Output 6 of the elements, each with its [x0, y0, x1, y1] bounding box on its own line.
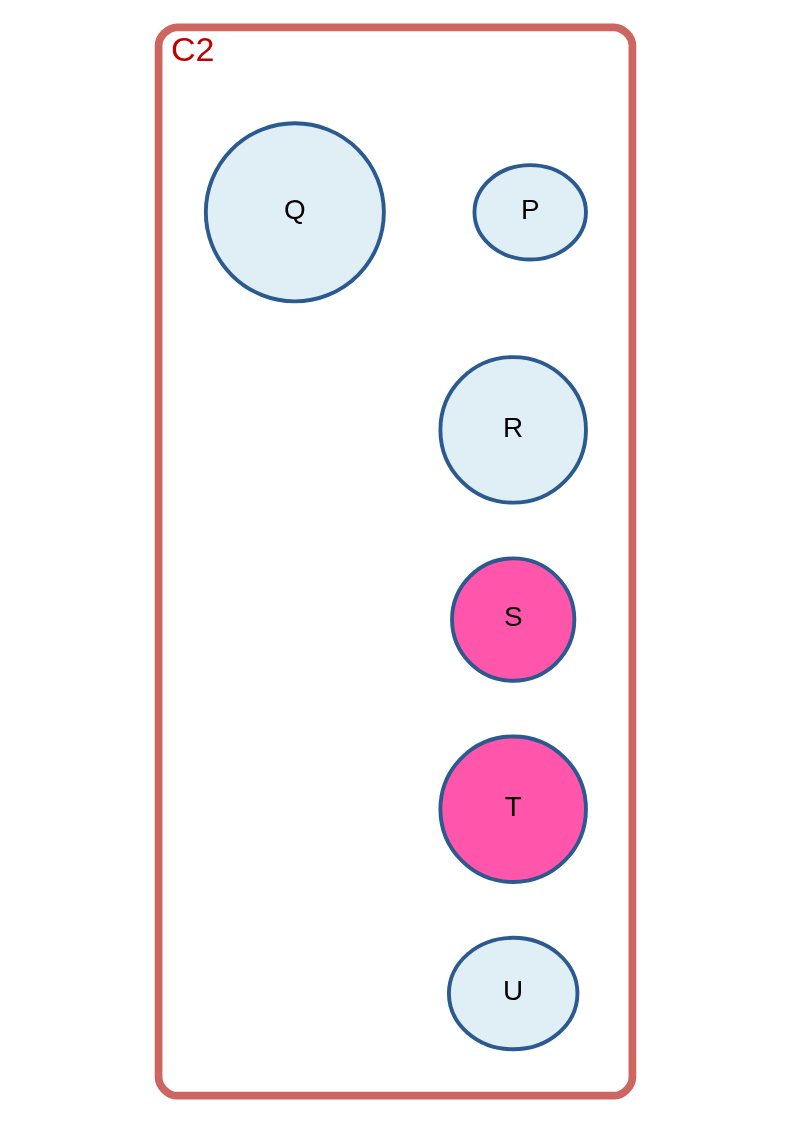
node-circle: R [437, 355, 588, 505]
node-circle: Q [203, 121, 386, 304]
node-ellipse: P [472, 163, 588, 262]
node-circle: S [449, 556, 576, 683]
node-circle: T [437, 734, 588, 884]
node-ellipse: U [446, 935, 579, 1052]
